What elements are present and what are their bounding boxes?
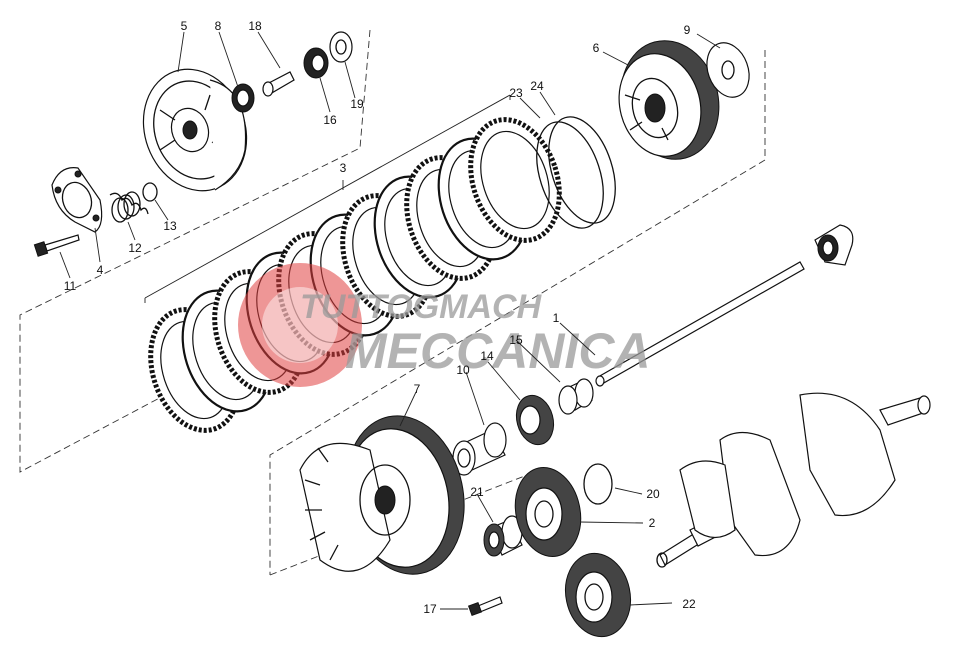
bearing-part-8 xyxy=(231,83,255,113)
callout-17: 17 xyxy=(423,602,437,616)
callout-14: 14 xyxy=(480,349,494,363)
callout-15: 15 xyxy=(509,333,523,347)
callout-2: 2 xyxy=(649,516,656,530)
callout-1: 1 xyxy=(553,311,560,325)
bolt-part-17 xyxy=(467,596,503,617)
clutch-pack-bracket xyxy=(144,94,511,303)
rings-part-23-24 xyxy=(536,116,616,229)
circlip-part-20 xyxy=(583,463,613,505)
callout-22: 22 xyxy=(682,597,696,611)
ring-part-13 xyxy=(142,182,158,202)
callout-21: 21 xyxy=(470,485,484,499)
callout-8: 8 xyxy=(215,19,222,33)
watermark-logo xyxy=(238,263,362,387)
gear-part-22 xyxy=(565,552,631,638)
bushing-part-15 xyxy=(558,378,594,415)
gear-part-2 xyxy=(514,466,582,558)
callout-4: 4 xyxy=(97,263,104,277)
crankshaft xyxy=(656,392,931,568)
callout-3: 3 xyxy=(340,161,347,175)
clutch-hub-part-6 xyxy=(618,40,720,160)
callout-9: 9 xyxy=(684,23,691,37)
bolt-part-11 xyxy=(33,234,80,257)
washer-part-9 xyxy=(706,42,750,98)
callout-6: 6 xyxy=(593,41,600,55)
spring-part-12 xyxy=(109,191,149,223)
cover-plate-part-4 xyxy=(51,167,103,233)
callout-10: 10 xyxy=(456,363,470,377)
nut-part-16 xyxy=(303,47,329,79)
washer-part-19 xyxy=(329,31,353,63)
callout-7: 7 xyxy=(414,382,421,396)
pushrod-part-18 xyxy=(262,71,295,97)
bushing-part-21 xyxy=(483,515,523,557)
shaft-part-1 xyxy=(595,224,854,387)
callout-5: 5 xyxy=(181,19,188,33)
callout-16: 16 xyxy=(323,113,337,127)
watermark-line-1: TUTTOGMACH xyxy=(300,288,543,326)
callout-12: 12 xyxy=(128,241,142,255)
callout-18: 18 xyxy=(248,19,262,33)
callout-11: 11 xyxy=(64,279,77,293)
callout-23: 23 xyxy=(509,86,523,100)
callout-24: 24 xyxy=(530,79,544,93)
pressure-plate-part-5 xyxy=(142,68,248,192)
callout-19: 19 xyxy=(350,97,364,111)
watermark: TUTTOGMACH MECCANICA xyxy=(238,263,651,387)
watermark-line-2: MECCANICA xyxy=(345,323,651,379)
bearing-part-14 xyxy=(515,394,555,446)
callout-13: 13 xyxy=(163,219,177,233)
clutch-plate-inner-edge xyxy=(480,130,550,230)
callout-20: 20 xyxy=(646,487,660,501)
leader-lines xyxy=(59,31,721,610)
callout-labels: 5 8 18 16 19 6 9 23 24 3 4 11 12 13 1 15… xyxy=(64,19,696,616)
spacer-part-10 xyxy=(452,422,507,476)
clutch-basket-part-7 xyxy=(299,415,465,575)
